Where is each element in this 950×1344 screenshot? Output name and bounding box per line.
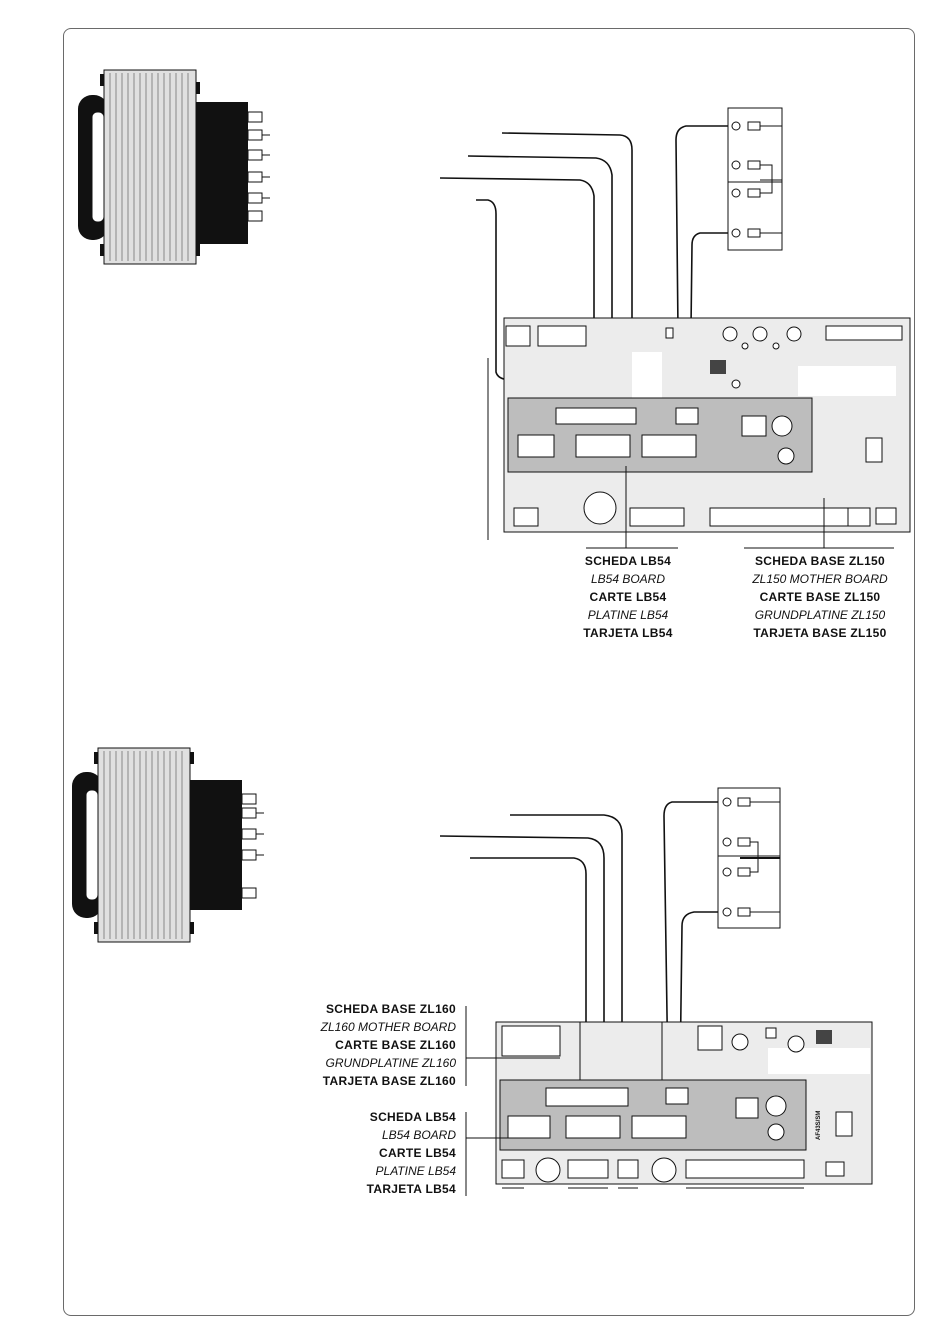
lb54-label-en: LB54 BOARD <box>590 572 666 586</box>
lb54b-label-it: SCHEDA LB54 <box>369 1110 456 1124</box>
zl150-mother-board <box>487 317 911 549</box>
zl150-label-fr: CARTE BASE ZL150 <box>759 590 881 604</box>
lb54b-label-fr: CARTE LB54 <box>378 1146 456 1160</box>
lb54b-label-de: PLATINE LB54 <box>375 1164 456 1178</box>
lb54-label-fr: CARTE LB54 <box>589 590 667 604</box>
zl150-label-de: GRUNDPLATINE ZL150 <box>754 608 886 622</box>
lb54b-label-es: TARJETA LB54 <box>366 1182 456 1196</box>
page-frame <box>63 28 915 1316</box>
zl150-label-es: TARJETA BASE ZL150 <box>753 626 887 640</box>
lb54-label-es: TARJETA LB54 <box>583 626 673 640</box>
lb54-label-de: PLATINE LB54 <box>587 608 669 622</box>
lb54b-label-en: LB54 BOARD <box>381 1128 456 1142</box>
module-label: AF43S/SM <box>816 1110 822 1140</box>
lb54-label-it: SCHEDA LB54 <box>584 554 672 568</box>
zl160-label-it: SCHEDA BASE ZL160 <box>325 1002 456 1016</box>
terminal-block-2 <box>717 787 781 929</box>
zl160-label-en: ZL160 MOTHER BOARD <box>320 1020 456 1034</box>
terminal-block-1 <box>727 107 783 251</box>
zl160-label-es: TARJETA BASE ZL160 <box>322 1074 456 1088</box>
transformer-1 <box>78 69 270 265</box>
zl150-label-it: SCHEDA BASE ZL150 <box>754 554 886 568</box>
zl160-label-de: GRUNDPLATINE ZL160 <box>325 1056 456 1070</box>
zl160-mother-board <box>465 1006 873 1196</box>
transformer-2 <box>72 747 264 943</box>
zl160-label-fr: CARTE BASE ZL160 <box>335 1038 456 1052</box>
zl150-label-en: ZL150 MOTHER BOARD <box>752 572 888 586</box>
